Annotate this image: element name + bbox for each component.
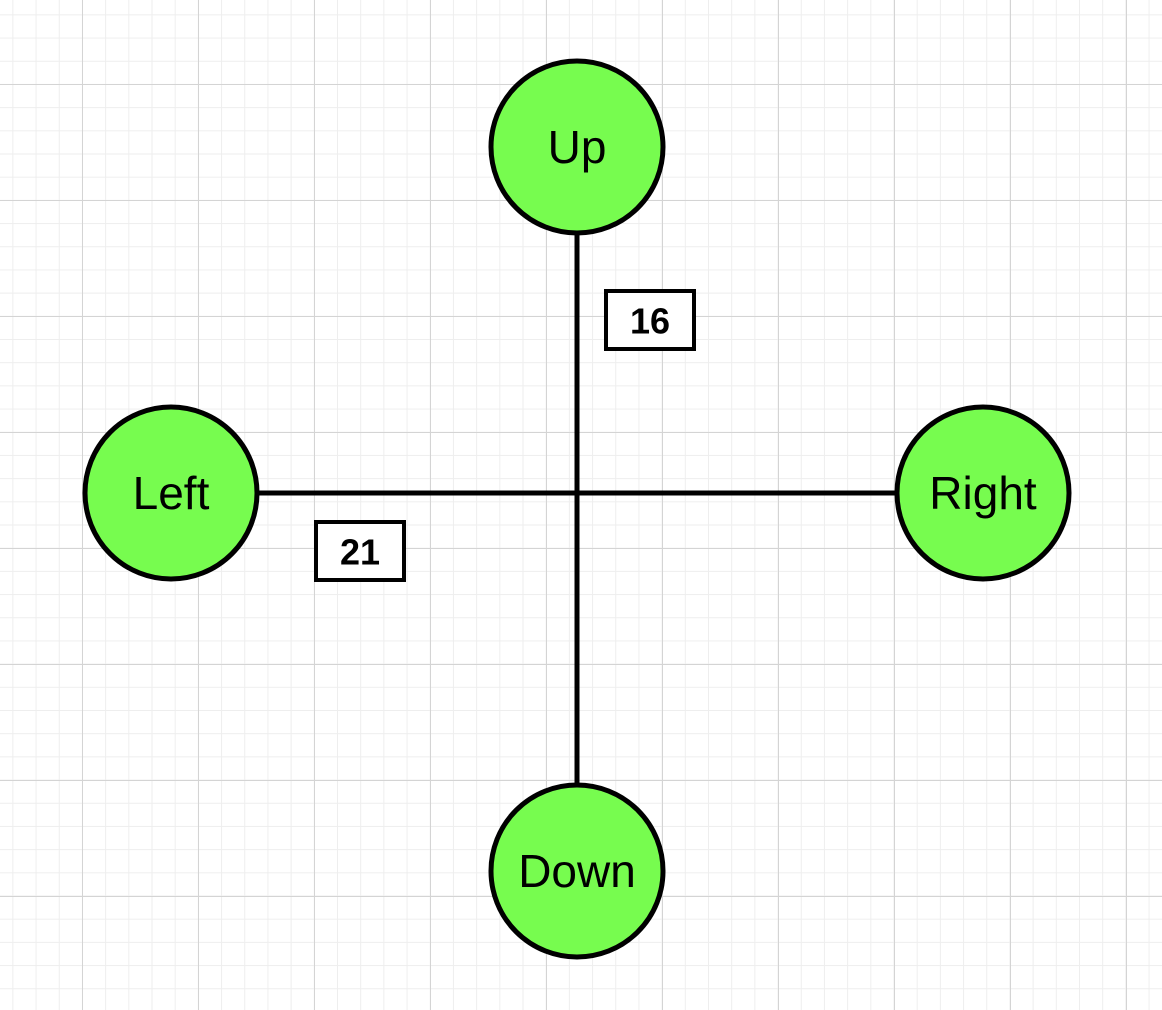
edge-label-horizontal-text: 21 bbox=[340, 532, 380, 573]
edge-label-horizontal[interactable]: 21 bbox=[314, 520, 406, 582]
edge-label-vertical[interactable]: 16 bbox=[604, 289, 696, 351]
edge-label-horizontal-box bbox=[314, 520, 406, 582]
node-left-circle bbox=[82, 404, 260, 582]
node-right-circle bbox=[894, 404, 1072, 582]
node-up-circle bbox=[488, 58, 666, 236]
node-down-label: Down bbox=[518, 845, 636, 897]
node-up-label: Up bbox=[548, 121, 607, 173]
node-right[interactable]: Right bbox=[894, 404, 1072, 582]
edge-label-vertical-text: 16 bbox=[630, 301, 670, 342]
edge-label-vertical-box bbox=[604, 289, 696, 351]
node-up[interactable]: Up bbox=[488, 58, 666, 236]
node-right-label: Right bbox=[929, 467, 1037, 519]
node-down-circle bbox=[488, 782, 666, 960]
node-left[interactable]: Left bbox=[82, 404, 260, 582]
node-down[interactable]: Down bbox=[488, 782, 666, 960]
node-left-label: Left bbox=[133, 467, 210, 519]
